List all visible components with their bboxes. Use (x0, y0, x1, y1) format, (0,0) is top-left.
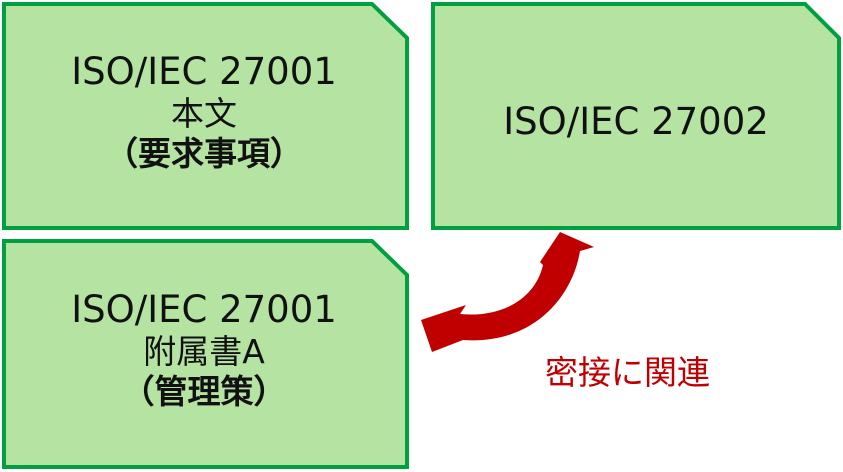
box-27002-label: ISO/IEC 27002 (433, 100, 839, 144)
box-27002 (431, 2, 841, 230)
box-subtitle: 附属書A (143, 332, 265, 372)
curved-double-arrow (421, 232, 594, 352)
box-note: （管理策） (121, 371, 287, 411)
box-27001-annex-label: ISO/IEC 27001 附属書A （管理策） (4, 288, 404, 412)
box-title: ISO/IEC 27001 (71, 288, 337, 331)
box-27001-main-label: ISO/IEC 27001 本文 （要求事項） (4, 50, 404, 174)
box-title: ISO/IEC 27001 (71, 50, 337, 93)
box-note: （要求事項） (105, 133, 303, 173)
box-title: ISO/IEC 27002 (503, 100, 769, 143)
box-27001-annex (2, 239, 409, 469)
relation-label: 密接に関連 (545, 353, 710, 392)
box-27001-main (2, 1, 409, 230)
box-subtitle: 本文 (171, 94, 237, 134)
